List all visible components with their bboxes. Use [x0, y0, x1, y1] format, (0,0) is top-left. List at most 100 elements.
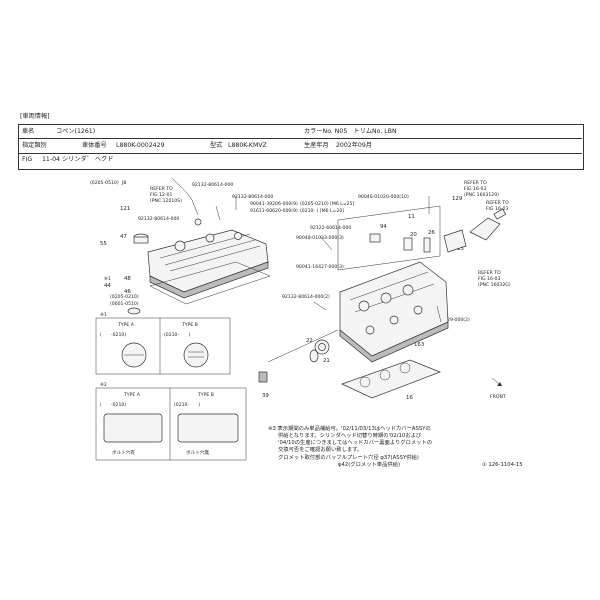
- label-90046: 90046-01020-000(10): [358, 194, 409, 200]
- head-cover-gasket: [149, 261, 271, 305]
- note-line-2: 供給となります。シリンダヘッド切替り時期の'02/10および: [278, 433, 422, 439]
- label-90048: 90048-01033-000(3): [296, 235, 344, 241]
- part-20: [403, 237, 413, 251]
- camshaft-seal-bore: [318, 343, 326, 351]
- label-refer-to-2: REFER TO: [464, 180, 487, 186]
- grommet: [127, 307, 141, 315]
- inset1-range-a: ( -0210): [100, 332, 126, 338]
- label-92122: 92122-60614-000: [310, 225, 351, 231]
- inset2-frame: [95, 387, 247, 461]
- label-0601-0510: (0601-0510): [110, 301, 139, 307]
- head-cover: [147, 229, 269, 299]
- refer-box: [337, 205, 441, 271]
- note-line-3: '04/10の生産につきましてはヘッドカバー裏面よりグロメットの: [278, 440, 433, 446]
- label-92132-a: 92132-80614-000: [192, 182, 233, 188]
- water-outlet: [443, 208, 507, 253]
- oil-filler-cap: [133, 233, 149, 244]
- label-m6-l25: (0205-0210) [M6 L=25]: [300, 201, 354, 207]
- note-line-1: ※3 表示期間のみ単品補給可。'02/11/03/13はヘッドカバーASSYの: [268, 426, 431, 432]
- inset2-mark: ※2: [100, 382, 107, 388]
- part-num-22: 22: [306, 338, 313, 344]
- inset2-note-b: ボルト穴無: [186, 449, 209, 456]
- part-num-15: 15: [457, 246, 464, 252]
- label-91611-60620: 91611-60620-000(9): [250, 208, 298, 214]
- part-num-20: 20: [410, 232, 417, 238]
- inset-gasket-types: ※2 TYPE A TYPE B ( -0210) (0210- ) ボルト穴有…: [95, 382, 247, 461]
- production-value: 2002年09月: [336, 142, 372, 149]
- fig-label: FIG: [22, 156, 33, 163]
- model-value: L880K-KMVZ: [228, 142, 267, 149]
- label-90041-16427: 90041-16427-000(3): [296, 264, 344, 270]
- inset1-type-b: TYPE B: [181, 322, 198, 328]
- part-num-121: 121: [120, 206, 130, 212]
- note-line-4: 交換可否をご確認お願い致します。: [278, 447, 363, 453]
- part-num-16: 16: [406, 395, 413, 401]
- production-label: 生産年月: [304, 142, 329, 149]
- label-0205-0210: (0205-0210): [110, 294, 139, 300]
- part-num-47: 47: [120, 234, 127, 240]
- inset1-range-b: (0210- ): [164, 332, 190, 338]
- label-92132-b: 92132-80614-000: [232, 194, 273, 200]
- label-fig-16-03-b: FIG 16-03: [486, 206, 508, 212]
- part-num-46: 46: [124, 289, 131, 295]
- part-num-26: 26: [428, 230, 435, 236]
- label-pnc-12010: (PNC 12010S): [150, 198, 182, 204]
- head-gasket: [341, 359, 441, 399]
- label-pnc-16032g: (PNC 16032G): [478, 282, 511, 288]
- designation-label: 指定類別: [22, 142, 47, 149]
- header-divider-2: [18, 153, 582, 154]
- header-divider-1: [18, 138, 582, 139]
- inset2-type-a: TYPE A: [123, 392, 141, 398]
- vehicle-name-value: コペン(1261): [56, 128, 96, 135]
- section-title: [車両情報]: [20, 113, 50, 120]
- leader-line: [267, 329, 339, 363]
- inset2-type-b: TYPE B: [197, 392, 214, 398]
- inset1-frame: [95, 317, 231, 375]
- cylinder-head: [339, 261, 449, 363]
- part-num-21: 21: [323, 358, 330, 364]
- pcv-hose: [171, 177, 202, 226]
- label-pnc-1603129: (PNC 1603129): [464, 192, 499, 198]
- inset2-range-b: (0210- ): [174, 402, 200, 408]
- inset2-note-a: ボルト穴有: [112, 449, 135, 456]
- inset1-type-a: TYPE A: [117, 322, 135, 328]
- color-trim-label: カラーNo. N05 トリムNo. LBN: [304, 128, 397, 135]
- parts-sheet: [車両情報] 車名 コペン(1261) カラーNo. N05 トリムNo. LB…: [18, 113, 584, 478]
- chassis-value: L880K-0002429: [116, 142, 165, 149]
- label-jb: JB: [121, 180, 127, 186]
- note-mark-1: ※1: [104, 276, 111, 282]
- label-92132-c: 92132-80614-000: [138, 216, 179, 222]
- label-fig-12-01: FIG 12-01: [150, 192, 172, 198]
- label-date-range: (0205-0510): [90, 180, 119, 186]
- label-fig-16-03-c: FIG 16-03: [478, 276, 500, 282]
- reference-number: ① 126-1104-15: [482, 462, 523, 468]
- cam-cap-94: [369, 233, 381, 243]
- label-refer-to-4: REFER TO: [478, 270, 501, 276]
- chassis-label: 車体番号: [82, 142, 107, 149]
- part-num-55: 55: [100, 241, 107, 247]
- part-num-11: 11: [408, 214, 415, 220]
- part-26: [423, 237, 431, 253]
- note-line-5: グロメット取付部のバッフルプレート穴径 φ37(ASSY供給): [278, 455, 419, 461]
- label-fig-16-03-a: FIG 16-03: [464, 186, 486, 192]
- part-num-94: 94: [380, 224, 387, 230]
- header-table: [18, 124, 584, 170]
- part-num-163: 163: [414, 342, 424, 348]
- label-refer-to-1: REFER TO: [150, 186, 173, 192]
- label-92132-d: 92132-80614-000(2): [282, 294, 330, 300]
- hex-plug-39: [258, 371, 268, 383]
- front-arrow: [491, 377, 503, 387]
- inset-oil-cap-types: ※1 TYPE A TYPE B ( -0210) (0210- ): [95, 312, 231, 375]
- inset2-range-a: ( -0210): [100, 402, 126, 408]
- fig-value: 11-04 シリンダ゛ ヘクド: [42, 156, 114, 163]
- label-m6-l20: (0210- ) [M6 L=20]: [300, 208, 344, 214]
- model-label: 型式: [210, 142, 223, 149]
- label-refer-to-3: REFER TO: [486, 200, 509, 206]
- part-num-39: 39: [262, 393, 269, 399]
- label-90041-39206: 90041-39206-000(9): [250, 201, 298, 207]
- part-num-48: 48: [124, 276, 131, 282]
- inset1-mark: ※1: [100, 312, 107, 318]
- front-label: FRONT: [490, 394, 506, 400]
- plug: [309, 349, 319, 363]
